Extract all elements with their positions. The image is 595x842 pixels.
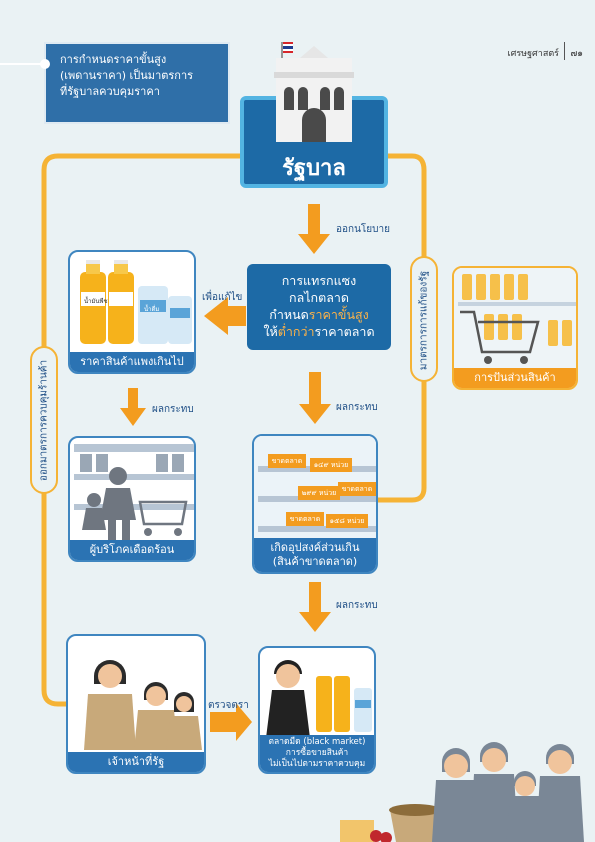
bottle-label: น้ำมันพืช (84, 298, 108, 305)
page-header-title: เศรษฐศาสตร์ (507, 49, 559, 59)
intervention-line-1: การแทรกแซง (281, 273, 357, 288)
callout-line (0, 63, 44, 65)
callout-box: การกำหนดราคาขั้นสูง (เพดานราคา) เป็นมาตร… (44, 42, 230, 124)
price-tag-3-text: ๑๕๘ หน่วย (329, 517, 365, 525)
card-price-high-caption: ราคาสินค้าแพงเกินไป (70, 352, 194, 372)
card-shortage: ขาดตลาด ๑๔๙ หน่วย ๒๙๙ หน่วย ขาดตลาด ขาดต… (252, 434, 378, 574)
left-vertical-badge (30, 346, 58, 494)
black-market-seller-icon (266, 660, 372, 738)
shelf-tag-out-2-text: ขาดตลาด (341, 485, 373, 493)
card-officials: เจ้าหน้าที่รัฐ (66, 634, 206, 774)
right-vertical-label: มาตรการการแก้ของรัฐ (418, 270, 430, 371)
government-building-icon (274, 42, 354, 142)
arrow-impact-mid (299, 372, 331, 424)
intervention-line-2: กลไกตลาด (289, 290, 349, 305)
shelf-tag-out-3-text: ขาดตลาด (289, 515, 321, 523)
intervention-line-4: ให้ต่ำกว่าราคาตลาด (263, 324, 375, 339)
impact-label-bottom: ผลกระทบ (336, 600, 378, 611)
shelf-tag-out-1 (268, 454, 306, 468)
card-black-market-caption: ตลาดมืด (black market) การซื้อขายสินค้า … (260, 735, 374, 772)
price-tag-2 (298, 486, 340, 500)
decorative-family-illustration (340, 742, 584, 842)
right-vertical-badge (410, 256, 438, 382)
shelf-tag-out-3 (286, 512, 324, 526)
left-loop-line (41, 153, 300, 707)
oil-bottles-icon (80, 260, 192, 344)
left-vertical-label: ออกมาตรการควบคุมร้านค้า (38, 359, 50, 482)
page-number: ๗๑ (570, 49, 583, 59)
policy-label: ออกนโยบาย (336, 224, 390, 235)
card-officials-caption: เจ้าหน้าที่รัฐ (68, 752, 204, 772)
intervention-line-3: กำหนดราคาขั้นสูง (269, 307, 369, 322)
callout-line-3: ที่รัฐบาลควบคุมราคา (60, 85, 160, 98)
price-tag-1-text: ๑๔๙ หน่วย (313, 461, 349, 469)
arrow-policy (298, 204, 330, 254)
callout-dot (40, 59, 50, 69)
callout-line-2: (เพดานราคา) เป็นมาตรการ (60, 69, 194, 82)
arrow-impact-bottom (299, 582, 331, 632)
impact-label-mid: ผลกระทบ (336, 402, 378, 413)
card-consumers-caption: ผู้บริโภคเดือดร้อน (70, 540, 194, 560)
callout-line-1: การกำหนดราคาขั้นสูง (60, 53, 167, 66)
price-tag-3 (326, 514, 368, 528)
water-label: น้ำดื่ม (144, 306, 160, 313)
card-black-market: ตลาดมืด (black market) การซื้อขายสินค้า … (258, 646, 376, 774)
card-rationing: การปันส่วนสินค้า (452, 266, 578, 390)
impact-label-left: ผลกระทบ (152, 404, 194, 415)
arrow-inspect (210, 703, 252, 741)
header-divider (564, 42, 565, 60)
card-consumers: ผู้บริโภคเดือดร้อน (68, 436, 196, 562)
shopping-cart-icon (454, 268, 576, 368)
shelf-tag-out-1-text: ขาดตลาด (271, 457, 303, 465)
price-tag-1 (310, 458, 352, 472)
arrow-impact-left (120, 388, 146, 426)
card-shortage-caption: เกิดอุปสงค์ส่วนเกิน (สินค้าขาดตลาด) (254, 538, 376, 572)
arrows (120, 204, 331, 741)
government-officials-icon (84, 660, 202, 750)
shelf-tag-out-2 (338, 482, 376, 496)
arrow-fix (204, 297, 246, 335)
price-tag-2-text: ๒๙๙ หน่วย (301, 489, 337, 497)
inspect-label: ตรวจตรา (208, 700, 249, 711)
government-label: รัฐบาล (282, 156, 346, 181)
card-price-high: น้ำมันพืช น้ำดื่ม ราคาสินค้าแพงเกินไป (68, 250, 196, 374)
card-rationing-caption: การปันส่วนสินค้า (454, 368, 576, 388)
shopping-family-icon (74, 444, 194, 540)
intervention-box: การแทรกแซง กลไกตลาด กำหนดราคาขั้นสูง ให้… (247, 264, 391, 350)
fix-label: เพื่อแก้ไข (202, 292, 243, 303)
